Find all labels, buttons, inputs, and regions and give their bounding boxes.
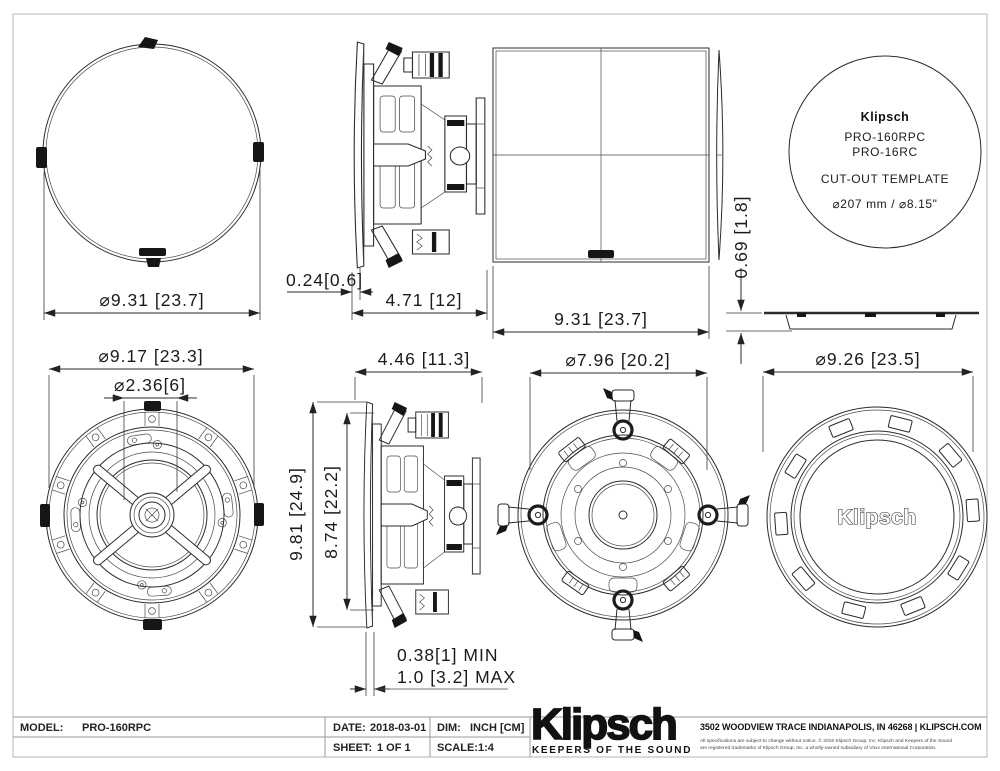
dim-label-flange: 0.24[0.6] bbox=[286, 270, 363, 290]
view-grille-profile-horizontal bbox=[764, 311, 979, 330]
sheet-value: 1 OF 1 bbox=[377, 742, 411, 754]
date-value: 2018-03-01 bbox=[370, 722, 426, 734]
dim-label-height-inner: 8.74 [22.2] bbox=[321, 465, 341, 559]
model-value: PRO-160RPC bbox=[82, 722, 151, 734]
klipsch-molded-logo bbox=[588, 250, 614, 258]
cutout-model-2: PRO-16RC bbox=[852, 145, 917, 159]
clamp-tab-left bbox=[40, 504, 50, 527]
dim-center-diameter: ⌀2.36[6] bbox=[104, 375, 197, 500]
dim-square-grille-width: 9.31 [23.7] bbox=[492, 266, 710, 339]
dim-unit-label: DIM: bbox=[437, 722, 461, 734]
dim-height-outer: 9.81 [24.9] bbox=[286, 401, 366, 628]
view-round-grille-back: Klipsch bbox=[766, 406, 988, 628]
dim-label-grille-height: 0.69 [1.8] bbox=[731, 196, 751, 279]
scale-label: SCALE: bbox=[437, 742, 478, 754]
grille-klipsch-logo: Klipsch bbox=[837, 506, 916, 529]
view-grille-edge-vertical bbox=[716, 49, 724, 261]
view-speaker-front bbox=[40, 401, 264, 630]
view-speaker-rear bbox=[494, 386, 752, 644]
model-label: MODEL: bbox=[20, 722, 63, 734]
cutout-title: CUT-OUT TEMPLATE bbox=[821, 172, 949, 186]
view-side-profile-top bbox=[353, 41, 486, 269]
dim-label-height-outer: 9.81 [24.9] bbox=[286, 467, 306, 561]
brand-block: Klipsch KEEPERS OF THE SOUND 3502 WOODVI… bbox=[530, 699, 981, 756]
brand-address: 3502 WOODVIEW TRACE INDIANAPOLIS, IN 462… bbox=[700, 722, 981, 732]
dim-top-grille-diameter: ⌀9.31 [23.7] bbox=[43, 170, 261, 320]
dim-label-rear-diameter: ⌀7.96 [20.2] bbox=[565, 350, 670, 370]
dim-label-grille-back-diameter: ⌀9.26 [23.5] bbox=[815, 349, 920, 369]
klipsch-molded-logo bbox=[139, 248, 166, 256]
dim-label-depth-top: 4.71 [12] bbox=[385, 290, 462, 310]
sheet-label: SHEET: bbox=[333, 742, 372, 754]
title-block: MODEL: PRO-160RPC DATE: 2018-03-01 DIM: … bbox=[13, 716, 987, 757]
clamp-tab-bottom bbox=[143, 619, 162, 630]
view-side-profile-bottom bbox=[363, 401, 481, 629]
dim-label-front-diameter: ⌀9.17 [23.3] bbox=[98, 346, 203, 366]
dim-label-ceiling-min: 0.38[1] MIN bbox=[397, 645, 498, 665]
dim-grille-back-diameter: ⌀9.26 [23.5] bbox=[762, 349, 974, 452]
dim-label-center-diameter: ⌀2.36[6] bbox=[114, 375, 186, 395]
cutout-diameter: ⌀207 mm / ⌀8.15" bbox=[832, 197, 937, 211]
dim-label-ceiling-max: 1.0 [3.2] MAX bbox=[397, 667, 516, 687]
view-square-grille bbox=[492, 47, 710, 263]
cutout-model-1: PRO-160RPC bbox=[844, 130, 925, 144]
clamp-tab-top bbox=[138, 37, 158, 49]
dim-overall-depth-top: 4.71 [12] bbox=[351, 270, 488, 320]
legal-line-1: All specifications are subject to change… bbox=[700, 737, 952, 744]
dim-label-body-depth: 4.46 [11.3] bbox=[378, 349, 470, 369]
dim-grille-profile-height: 0.69 [1.8] bbox=[726, 196, 792, 364]
dim-body-depth: 4.46 [11.3] bbox=[354, 349, 483, 403]
dim-rear-diameter: ⌀7.96 [20.2] bbox=[529, 350, 708, 470]
dim-front-diameter: ⌀9.17 [23.3] bbox=[48, 346, 255, 488]
clamp-tab-bottom bbox=[146, 258, 161, 267]
dim-flange-thickness: 0.24[0.6] bbox=[286, 268, 373, 300]
view-top-grille bbox=[36, 37, 264, 267]
dim-unit-value: INCH [CM] bbox=[470, 722, 525, 734]
dim-height-inner: 8.74 [22.2] bbox=[321, 412, 374, 611]
date-label: DATE: bbox=[333, 722, 366, 734]
clamp-tab-right bbox=[253, 142, 264, 162]
clamp-tab-left bbox=[36, 147, 47, 168]
klipsch-logo: Klipsch bbox=[531, 700, 676, 749]
dim-label-top-grille: ⌀9.31 [23.7] bbox=[99, 290, 204, 310]
clamp-tab-right bbox=[254, 503, 264, 526]
cutout-klipsch-logo: Klipsch bbox=[861, 110, 910, 124]
scale-value: 1:4 bbox=[478, 742, 495, 754]
sheet-border bbox=[12, 13, 988, 758]
dim-label-square-width: 9.31 [23.7] bbox=[554, 309, 648, 329]
dim-mounting-surface: 0.38[1] MIN 1.0 [3.2] MAX bbox=[350, 632, 516, 696]
legal-line-2: are registered trademarks of Klipsch Gro… bbox=[700, 745, 937, 751]
clamp-tab-top bbox=[144, 401, 161, 411]
klipsch-tagline: KEEPERS OF THE SOUND bbox=[532, 745, 692, 756]
view-cutout-template: Klipsch PRO-160RPC PRO-16RC CUT-OUT TEMP… bbox=[788, 55, 982, 249]
